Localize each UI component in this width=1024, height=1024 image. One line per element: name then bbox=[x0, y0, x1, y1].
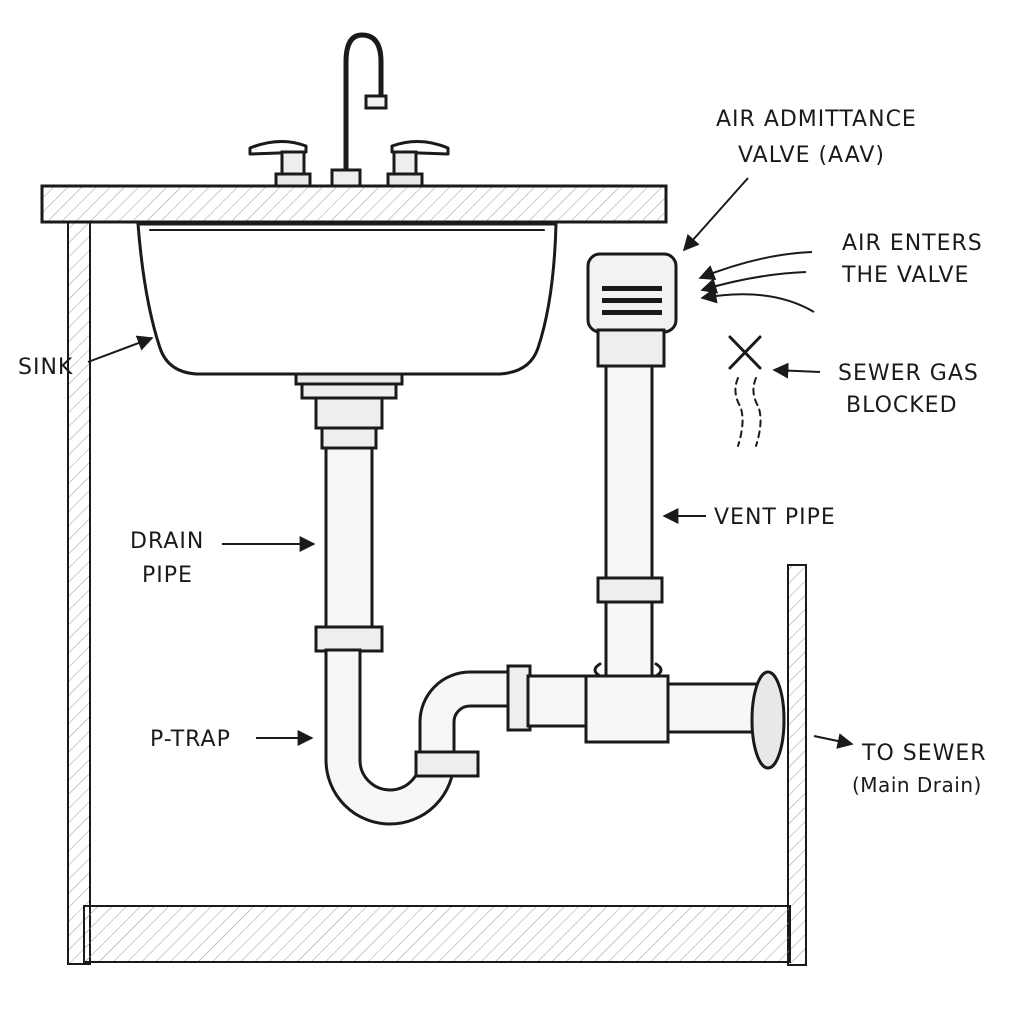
cabinet bbox=[68, 222, 806, 965]
faucet bbox=[250, 35, 448, 186]
p-trap-label: P-TRAP bbox=[150, 727, 231, 752]
sewer-gas-label-line2: BLOCKED bbox=[846, 393, 958, 418]
air-enters-label-line2: THE VALVE bbox=[841, 263, 969, 288]
air-enters-label-line1: AIR ENTERS bbox=[842, 231, 983, 256]
air-flow-lines bbox=[700, 252, 814, 312]
air-admittance-valve bbox=[588, 254, 676, 366]
drain-pipe bbox=[316, 428, 382, 651]
vent-pipe bbox=[586, 362, 668, 742]
sink-label: SINK bbox=[18, 355, 73, 380]
to-sewer-label-line2: (Main Drain) bbox=[852, 773, 982, 797]
to-sewer-label-line1: TO SEWER bbox=[861, 741, 987, 766]
drain-pipe-label-line2: PIPE bbox=[142, 563, 193, 588]
countertop bbox=[42, 186, 666, 222]
cabinet-left-wall bbox=[68, 222, 90, 964]
vent-pipe-label: VENT PIPE bbox=[714, 505, 836, 530]
sewer-gas-label-line1: SEWER GAS bbox=[838, 361, 979, 386]
aav-label-line2: VALVE (AAV) bbox=[738, 143, 885, 168]
p-trap bbox=[326, 650, 520, 824]
sewer-wall-flange bbox=[752, 672, 784, 768]
cabinet-floor bbox=[84, 906, 790, 962]
aav-label-line1: AIR ADMITTANCE bbox=[716, 107, 917, 132]
sink-basin bbox=[138, 224, 556, 374]
pointer-arrows bbox=[88, 178, 852, 744]
sewer-gas-blocked-symbol bbox=[730, 337, 761, 446]
drain-pipe-label-line1: DRAIN bbox=[130, 529, 204, 554]
